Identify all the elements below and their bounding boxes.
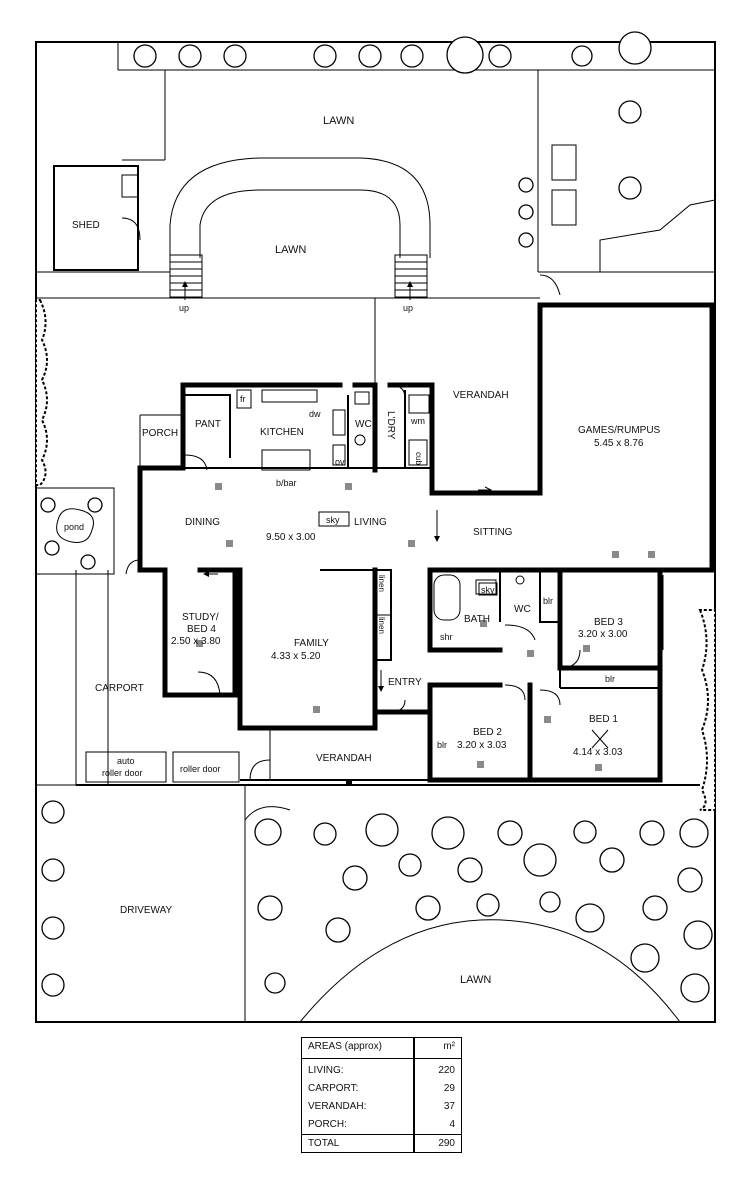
label-kitchen: KITCHEN (260, 427, 304, 438)
label-linen-2: linen (377, 617, 386, 634)
areas-unit: m² (443, 1041, 455, 1052)
right-hedge (698, 609, 716, 811)
label-blr-bed2: blr (437, 740, 447, 750)
label-porch: PORCH (142, 428, 178, 439)
label-dining: DINING (185, 517, 220, 528)
label-study-dim: 2.50 x 3.80 (171, 636, 221, 647)
label-bath: BATH (464, 614, 490, 625)
label-carport: CARPORT (95, 683, 144, 694)
garden-path (169, 157, 431, 258)
label-up-left: up (179, 303, 189, 313)
label-bbar: b/bar (276, 478, 297, 488)
label-shed: SHED (72, 220, 100, 231)
areas-row: LIVING: 220 (302, 1062, 461, 1080)
label-bed2: BED 2 (473, 727, 502, 738)
areas-header: AREAS (approx) m² (302, 1038, 461, 1059)
label-family: FAMILY (294, 638, 329, 649)
label-games-dim: 5.45 x 8.76 (594, 438, 644, 449)
areas-row: PORCH: 4 (302, 1116, 461, 1134)
label-games: GAMES/RUMPUS (578, 425, 661, 436)
areas-row-name: LIVING: (308, 1065, 344, 1076)
trees (40, 31, 713, 1003)
label-cub: cub (414, 452, 423, 465)
label-auto-2: roller door (102, 768, 143, 778)
label-ov: ov (335, 457, 345, 467)
light-fittings (196, 483, 655, 785)
areas-row: CARPORT: 29 (302, 1080, 461, 1098)
label-roller-door: roller door (180, 764, 221, 774)
front-lawn-edge (299, 919, 681, 1023)
roller-door (172, 751, 240, 783)
label-bed1: BED 1 (589, 714, 618, 725)
label-ldry: L'DRY (385, 411, 396, 440)
label-wc-kitchen: WC (355, 419, 372, 430)
label-sky-living: sky (326, 515, 340, 525)
steps-left (169, 254, 203, 298)
label-living: LIVING (354, 517, 387, 528)
areas-row-value: 29 (443, 1083, 455, 1094)
steps-right (394, 254, 428, 298)
label-family-dim: 4.33 x 5.20 (271, 651, 321, 662)
label-blr-wc: blr (543, 596, 553, 606)
areas-total-value: 290 (438, 1138, 455, 1149)
areas-row: VERANDAH: 37 (302, 1098, 461, 1116)
label-wc-bath: WC (514, 604, 531, 615)
label-bed1-dim: 4.14 x 3.03 (573, 747, 623, 758)
label-verandah-rear: VERANDAH (453, 390, 509, 401)
label-bed3-dim: 3.20 x 3.00 (578, 629, 628, 640)
label-up-right: up (403, 303, 413, 313)
pond-garden (35, 487, 115, 575)
label-wm: wm (410, 416, 425, 426)
label-study-2: BED 4 (187, 624, 216, 635)
label-lawn-top: LAWN (323, 115, 354, 127)
areas-row-value: 220 (438, 1065, 455, 1076)
label-verandah-front: VERANDAH (316, 753, 372, 764)
label-fr: fr (240, 394, 246, 404)
areas-total-row: TOTAL 290 (302, 1134, 461, 1153)
label-driveway: DRIVEWAY (120, 905, 173, 916)
left-hedge (35, 299, 48, 486)
label-dw: dw (309, 409, 321, 419)
label-living-dim: 9.50 x 3.00 (266, 532, 316, 543)
label-bed3: BED 3 (594, 617, 623, 628)
label-pant: PANT (195, 419, 221, 430)
label-sky-bath: sky (481, 585, 495, 595)
areas-row-value: 37 (443, 1101, 455, 1112)
pond (56, 508, 94, 543)
areas-total-label: TOTAL (308, 1138, 340, 1149)
auto-roller-door (85, 751, 167, 783)
label-entry: ENTRY (388, 677, 422, 688)
label-lawn-inner: LAWN (275, 244, 306, 256)
areas-row-value: 4 (449, 1119, 455, 1130)
label-lawn-front: LAWN (460, 974, 491, 986)
label-linen-1: linen (377, 575, 386, 592)
areas-table: AREAS (approx) m² LIVING: 220 CARPORT: 2… (301, 1037, 462, 1153)
areas-row-name: PORCH: (308, 1119, 347, 1130)
label-auto-1: auto (117, 756, 135, 766)
shed (53, 165, 139, 271)
label-shr: shr (440, 632, 453, 642)
label-pond: pond (64, 522, 84, 532)
label-sitting: SITTING (473, 527, 513, 538)
label-bed2-dim: 3.20 x 3.03 (457, 740, 507, 751)
areas-title: AREAS (approx) (308, 1041, 382, 1052)
areas-row-name: CARPORT: (308, 1083, 359, 1094)
areas-row-name: VERANDAH: (308, 1101, 367, 1112)
label-blr-bed1: blr (605, 674, 615, 684)
label-study: STUDY/ (182, 612, 219, 623)
